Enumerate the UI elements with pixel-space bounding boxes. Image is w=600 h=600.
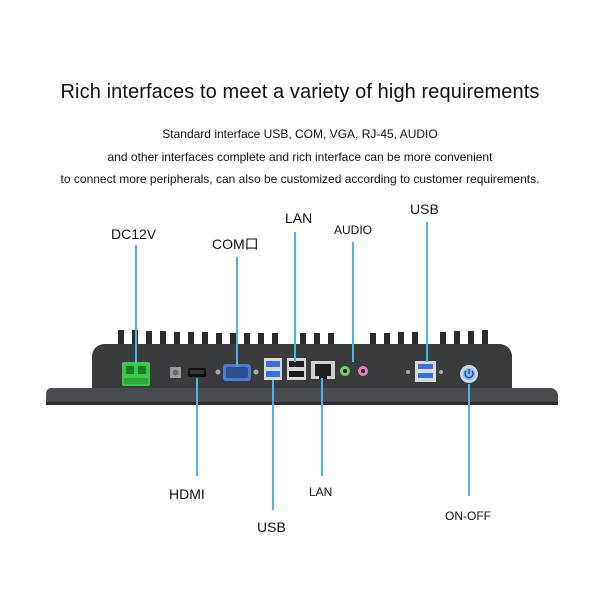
description-line-3: to connect more peripherals, can also be… [60, 172, 540, 186]
pointer-line-lan-bottom [321, 378, 323, 476]
pointer-line-usb-top [426, 222, 428, 362]
label-dc12v: DC12V [111, 226, 157, 242]
label-audio: AUDIO [334, 223, 373, 237]
pointer-line-hdmi [196, 378, 198, 476]
label-on-off: ON-OFF [445, 509, 491, 523]
pointer-line-usb-bottom [272, 380, 274, 510]
label-lan-top: LAN [285, 210, 313, 226]
label-lan-bottom: LAN [309, 485, 333, 499]
pointer-line-audio [352, 242, 354, 362]
pointer-line-lan-top [294, 232, 296, 362]
label-usb-bottom: USB [257, 519, 286, 535]
page-heading: Rich interfaces to meet a variety of hig… [60, 81, 540, 103]
label-com: COM口 [212, 236, 259, 252]
description-line-1: Standard interface USB, COM, VGA, RJ-45,… [162, 127, 438, 141]
description-line-2: and other interfaces complete and rich i… [107, 150, 493, 164]
pointer-line-com [236, 257, 238, 367]
label-hdmi: HDMI [169, 486, 205, 502]
pointer-line-dc12v [135, 245, 137, 365]
pointer-line-on-off [468, 384, 470, 496]
heat-fins [118, 330, 488, 344]
label-usb-top: USB [410, 201, 439, 217]
